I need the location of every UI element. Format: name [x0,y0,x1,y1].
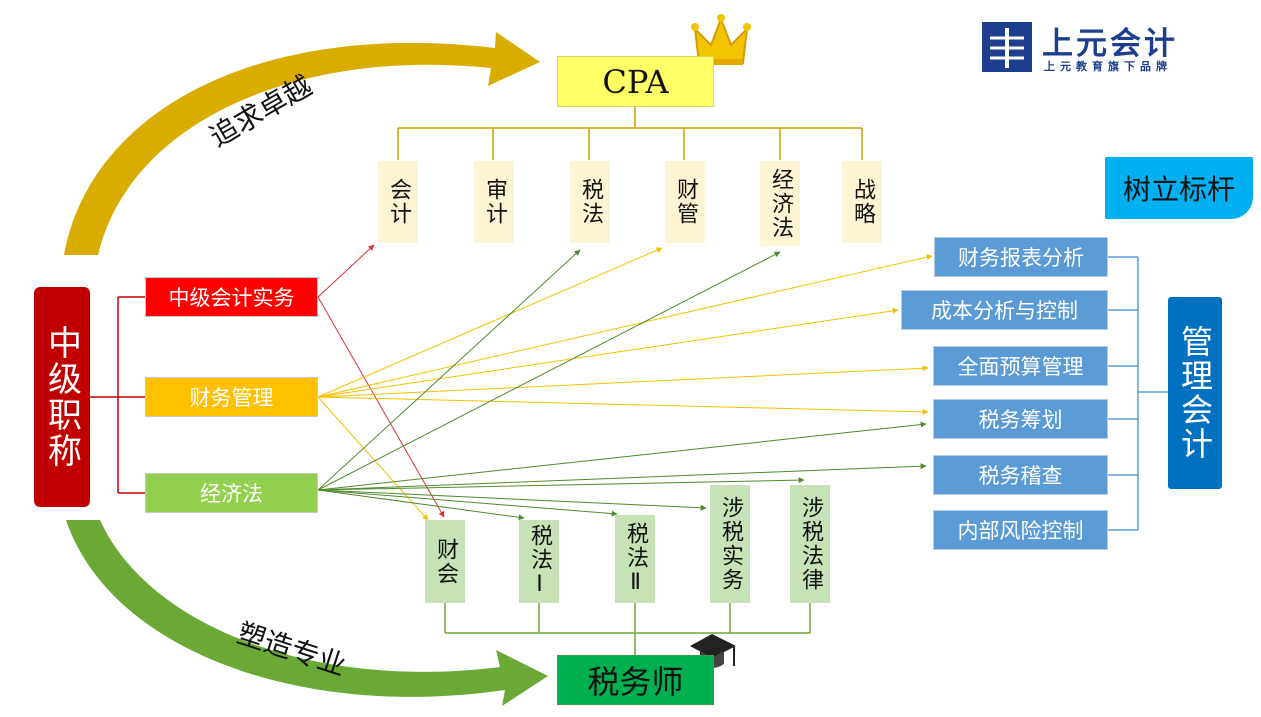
arrow-top-curve [64,32,540,255]
left-subject-accounting: 中级会计实务 [145,277,318,317]
management-accounting-node: 管理会计 [1168,297,1222,489]
right-bracket-lines [1108,256,1168,531]
mgmt-item-internal-risk-control: 内部风险控制 [933,510,1108,550]
tax-subject-finance-accounting: 财会 [425,520,465,603]
left-bracket-lines [90,296,145,494]
cpa-subject-financial-management: 财管 [665,161,705,243]
left-subject-economic-law: 经济法 [145,473,318,513]
cpa-subject-audit: 审计 [474,161,514,243]
cpa-subject-tax-law: 税法 [570,161,610,243]
mgmt-item-financial-statement-analysis: 财务报表分析 [934,237,1108,277]
mgmt-item-cost-analysis-control: 成本分析与控制 [901,290,1108,330]
tax-subject-tax-law-related: 涉税法律 [790,485,830,603]
tax-subject-tax-practice: 涉税实务 [710,485,750,603]
tax-advisor-node: 税务师 [557,655,714,705]
benchmark-tag: 树立标杆 [1105,157,1253,219]
logo-tagline: 上元教育旗下品牌 [1044,60,1172,73]
cpa-subject-economic-law: 经济法 [760,161,800,246]
green-arrows [317,249,927,521]
yellow-arrows [317,247,933,521]
cpa-tree-lines [397,107,863,160]
left-subject-financial-management: 财务管理 [145,377,318,417]
mgmt-item-tax-inspection: 税务稽查 [933,455,1108,495]
red-arrows [317,244,445,518]
cpa-subject-strategy: 战略 [842,161,882,243]
mgmt-item-tax-planning: 税务筹划 [933,399,1108,439]
crown-icon [691,14,751,65]
tax-tree-lines [444,603,811,655]
cpa-node: CPA [557,56,714,107]
tax-subject-tax-law-2: 税法Ⅱ [615,515,655,603]
logo-name: 上元会计 [1042,26,1178,62]
arrow-bottom-curve [66,520,548,706]
center-left-node: 中级职称 [34,287,90,507]
tax-subject-tax-law-1: 税法Ⅰ [519,520,559,603]
logo-icon [982,22,1032,72]
mgmt-item-comprehensive-budget: 全面预算管理 [933,346,1108,386]
cpa-subject-accounting: 会计 [378,161,418,243]
